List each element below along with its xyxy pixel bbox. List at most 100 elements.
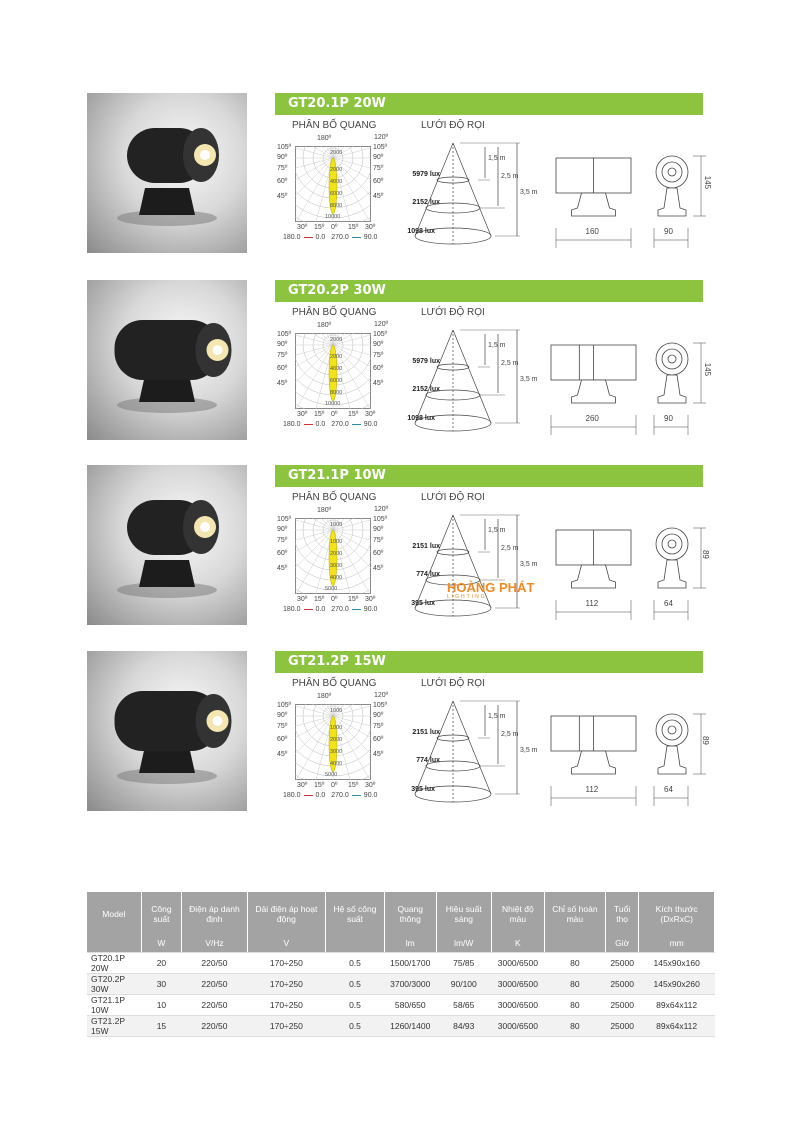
angle-label: 75º [373,537,384,544]
unit-cell: lm [384,935,437,953]
polar-scale-label: 4000 [330,179,343,185]
lamp-illustration [114,691,232,784]
polar-grid [295,518,371,594]
polar-scale-label: 4000 [330,575,343,581]
angle-label: 90º [277,712,288,719]
legend-blue-line [351,423,361,425]
dimension-lines [550,342,706,435]
angle-label: 90º [373,341,384,348]
legend-value: 180.0 [283,792,301,799]
angle-label: 30º [365,411,376,418]
light-distribution-label: PHÂN BỐ QUANG [292,678,377,689]
polar-scale-label: 2000 [330,150,343,156]
angle-label: 90º [277,526,288,533]
polar-scale-label: 1000 [330,539,343,545]
angle-label: 45º [373,193,384,200]
cone-drawing [414,329,520,432]
angle-label: 90º [373,712,384,719]
dimension-lines [550,713,706,806]
polar-scale-label: 3000 [330,749,343,755]
angle-label: 45º [277,380,288,387]
height-dimension: 145 [703,175,713,190]
angle-label: 180º [317,322,332,329]
angle-label: 180º [317,135,332,142]
angle-label: 15º [348,411,359,418]
distance-label: 3,5 m [520,376,538,383]
height-dimension: 89 [700,735,710,745]
polar-grid [295,146,371,222]
table-cell: 25000 [605,952,639,974]
table-cell: 170÷250 [247,973,326,995]
table-cell: 0.5 [325,994,385,1016]
logo-text: HOÀNG PHÁT [447,580,535,595]
dimension-lines [555,155,706,248]
polar-scale-label: 5000 [325,586,338,592]
angle-label: 75º [277,352,288,359]
angle-label: 120º [374,321,389,328]
legend-value: 90.0 [363,606,378,613]
legend-value: 270.0 [331,606,349,613]
angle-label: 15º [314,782,325,789]
depth-dimension: 64 [664,599,673,608]
unit-cell [87,935,142,953]
angle-label: 30º [365,596,376,603]
product-photo [87,280,247,440]
angle-label: 60º [277,365,288,372]
legend-value: 180.0 [283,234,301,241]
polar-scale-label: 6000 [330,191,343,197]
angle-label: 0º [331,224,338,231]
height-dimension: 145 [703,362,713,377]
unit-cell: mm [638,935,715,953]
beam-shape [328,529,338,587]
lux-label: 395 lux [411,786,435,793]
cone-drawing [414,700,520,803]
table-cell: GT20.2P 30W [87,973,142,995]
unit-cell [325,935,385,953]
angle-label: 105º [373,331,388,338]
width-dimension: 112 [585,785,599,794]
lux-label: 5979 lux [412,171,440,178]
polar-scale-label: 1000 [330,725,343,731]
distance-label: 1,5 m [488,342,506,349]
legend-value: 90.0 [363,792,378,799]
illuminance-grid-label: LƯỚI ĐỘ RỌI [421,120,485,131]
lamp-illustration [117,500,219,598]
angle-label: 15º [314,596,325,603]
table-cell: 80 [544,973,606,995]
legend-red-line [303,794,313,796]
angle-label: 45º [373,751,384,758]
distance-label: 2,5 m [501,545,519,552]
table-cell: 170÷250 [247,994,326,1016]
polar-scale-label: 3000 [330,563,343,569]
table-cell: 220/50 [181,1015,248,1037]
table-cell: 580/650 [384,994,437,1016]
column-header: Dải điện áp hoạt động [247,892,327,935]
width-dimension: 160 [585,227,599,236]
angle-label: 90º [277,341,288,348]
unit-cell: lm/W [436,935,492,953]
table-cell: 3000/6500 [491,973,545,995]
column-header: Công suất [141,892,183,935]
legend-blue-line [351,236,361,238]
depth-dimension: 64 [664,785,673,794]
table-cell: 145x90x260 [638,973,715,995]
angle-label: 30º [297,782,308,789]
angle-label: 105º [277,331,292,338]
beam-shape [328,344,338,402]
distance-label: 3,5 m [520,561,538,568]
angle-label: 15º [348,782,359,789]
table-cell: 25000 [605,1015,639,1037]
lux-label: 2151 lux [412,729,440,736]
polar-scale-label: 4000 [330,761,343,767]
angle-label: 75º [277,723,288,730]
angle-label: 15º [314,411,325,418]
